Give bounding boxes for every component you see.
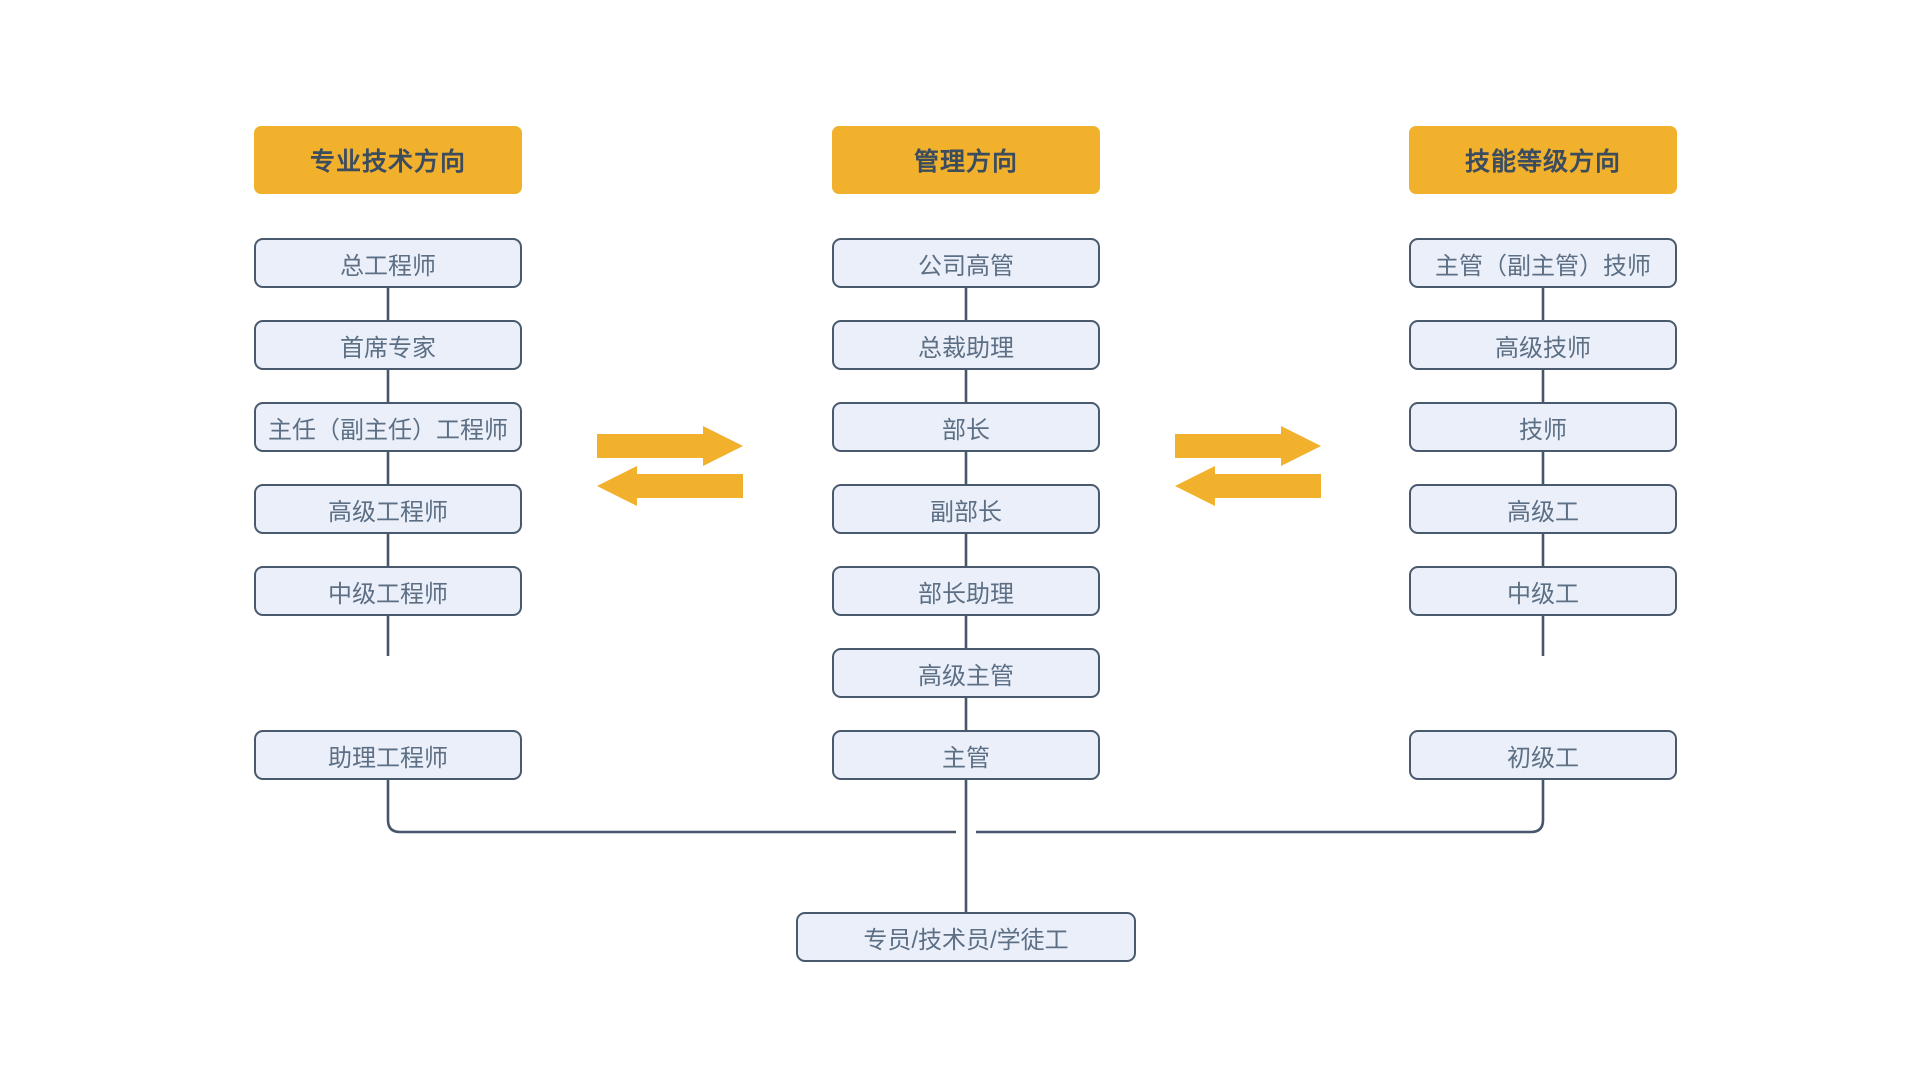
node-skill-4[interactable]: 中级工 — [1409, 566, 1677, 616]
node-technical-1[interactable]: 首席专家 — [254, 320, 522, 370]
node-skill-3[interactable]: 高级工 — [1409, 484, 1677, 534]
node-technical-2[interactable]: 主任（副主任）工程师 — [254, 402, 522, 452]
column-header-technical[interactable]: 专业技术方向 — [254, 126, 522, 194]
connector-tech-to-bus — [386, 780, 956, 834]
bidirectional-arrows-icon-left — [597, 426, 743, 506]
connector-skill-to-bus — [976, 780, 1545, 834]
node-management-5[interactable]: 高级主管 — [832, 648, 1100, 698]
column-header-management[interactable]: 管理方向 — [832, 126, 1100, 194]
bidirectional-arrows-icon-right — [1175, 426, 1321, 506]
column-header-skill[interactable]: 技能等级方向 — [1409, 126, 1677, 194]
node-technical-4[interactable]: 中级工程师 — [254, 566, 522, 616]
node-management-6[interactable]: 主管 — [832, 730, 1100, 780]
node-skill-1[interactable]: 高级技师 — [1409, 320, 1677, 370]
node-management-3[interactable]: 副部长 — [832, 484, 1100, 534]
node-technical-0[interactable]: 总工程师 — [254, 238, 522, 288]
node-bottom-entry[interactable]: 专员/技术员/学徒工 — [796, 912, 1136, 962]
node-management-0[interactable]: 公司高管 — [832, 238, 1100, 288]
node-skill-0[interactable]: 主管（副主管）技师 — [1409, 238, 1677, 288]
node-management-4[interactable]: 部长助理 — [832, 566, 1100, 616]
node-skill-5[interactable]: 初级工 — [1409, 730, 1677, 780]
node-technical-5[interactable]: 助理工程师 — [254, 730, 522, 780]
node-technical-3[interactable]: 高级工程师 — [254, 484, 522, 534]
node-management-2[interactable]: 部长 — [832, 402, 1100, 452]
node-skill-2[interactable]: 技师 — [1409, 402, 1677, 452]
node-management-1[interactable]: 总裁助理 — [832, 320, 1100, 370]
